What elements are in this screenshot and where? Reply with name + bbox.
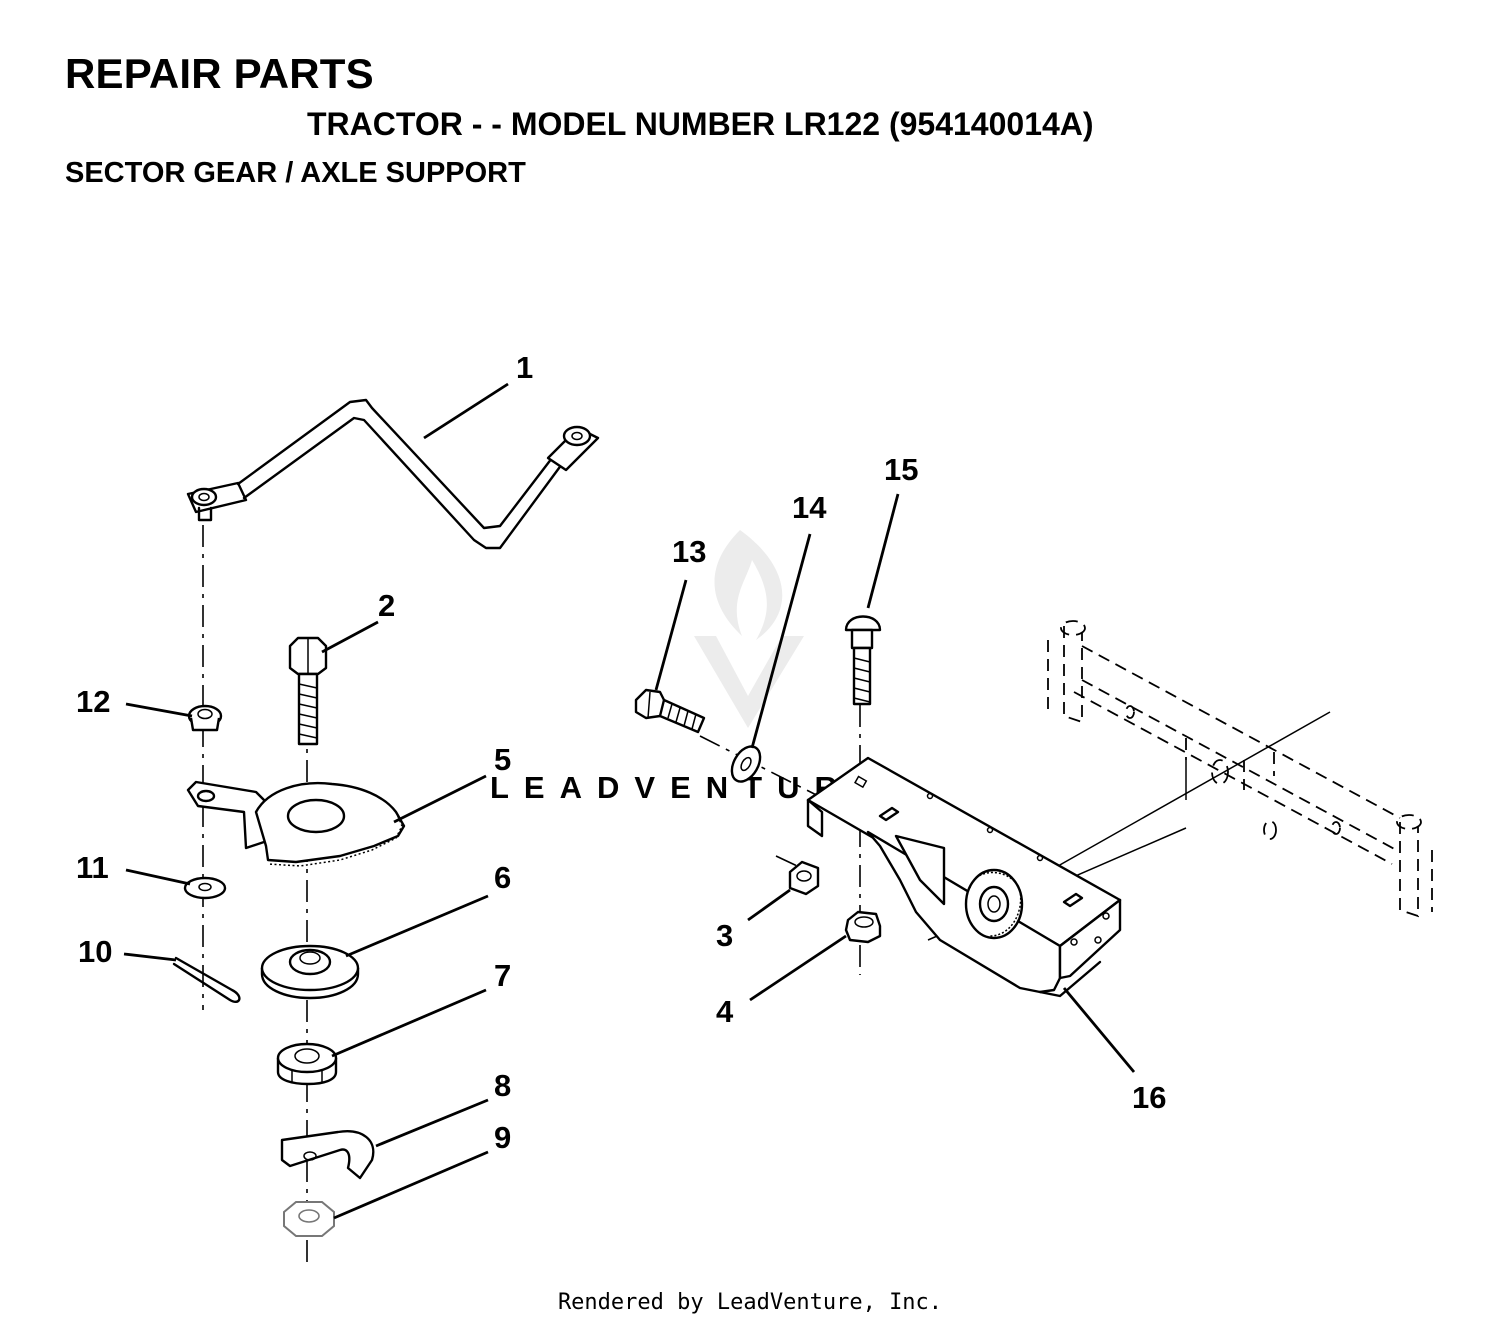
part-11-washer — [183, 876, 227, 900]
part-4-nut — [844, 910, 882, 944]
callout-14: 14 — [792, 490, 827, 525]
footer-credit: Rendered by LeadVenture, Inc. — [557, 1290, 943, 1315]
part-6-spacer — [260, 944, 360, 1000]
leader-lines — [123, 382, 1136, 1220]
callout-4: 4 — [716, 994, 734, 1029]
part-3-nut — [788, 860, 820, 896]
callout-8: 8 — [494, 1068, 511, 1103]
callout-numbers: 1 2 3 4 5 6 7 8 9 10 11 12 13 14 15 16 — [76, 350, 1166, 1155]
part-14-washer — [730, 745, 762, 783]
part-9-hex-nut — [283, 1201, 335, 1237]
front-axle-phantom — [1047, 620, 1433, 918]
page-title: REPAIR PARTS — [65, 50, 374, 97]
part-2-hex-bolt — [288, 636, 328, 746]
part-15-carriage-bolt — [844, 615, 882, 706]
callout-11: 11 — [76, 850, 109, 885]
callout-7: 7 — [494, 958, 511, 993]
leadventure-watermark: LEADVENTURE — [490, 530, 873, 805]
callout-16: 16 — [1132, 1080, 1166, 1115]
part-8-clip — [280, 1130, 375, 1180]
callout-5: 5 — [494, 742, 511, 777]
callout-6: 6 — [494, 860, 511, 895]
part-10-cotter-pin — [172, 956, 241, 1004]
part-16-axle-support — [806, 756, 1122, 998]
callout-13: 13 — [672, 534, 706, 569]
callout-1: 1 — [516, 350, 533, 385]
part-1-drag-link — [186, 398, 600, 550]
callout-10: 10 — [78, 934, 112, 969]
part-12-flange-nut — [187, 704, 223, 732]
model-subtitle: TRACTOR - - MODEL NUMBER LR122 (95414001… — [307, 106, 1094, 142]
part-7-nut — [276, 1042, 338, 1086]
part-13-bolt — [634, 688, 706, 734]
callout-15: 15 — [884, 452, 918, 487]
callout-9: 9 — [494, 1120, 511, 1155]
callout-2: 2 — [378, 588, 395, 623]
section-title: SECTOR GEAR / AXLE SUPPORT — [65, 157, 526, 189]
callout-3: 3 — [716, 918, 733, 953]
callout-12: 12 — [76, 684, 110, 719]
part-5-sector-gear — [186, 780, 406, 867]
